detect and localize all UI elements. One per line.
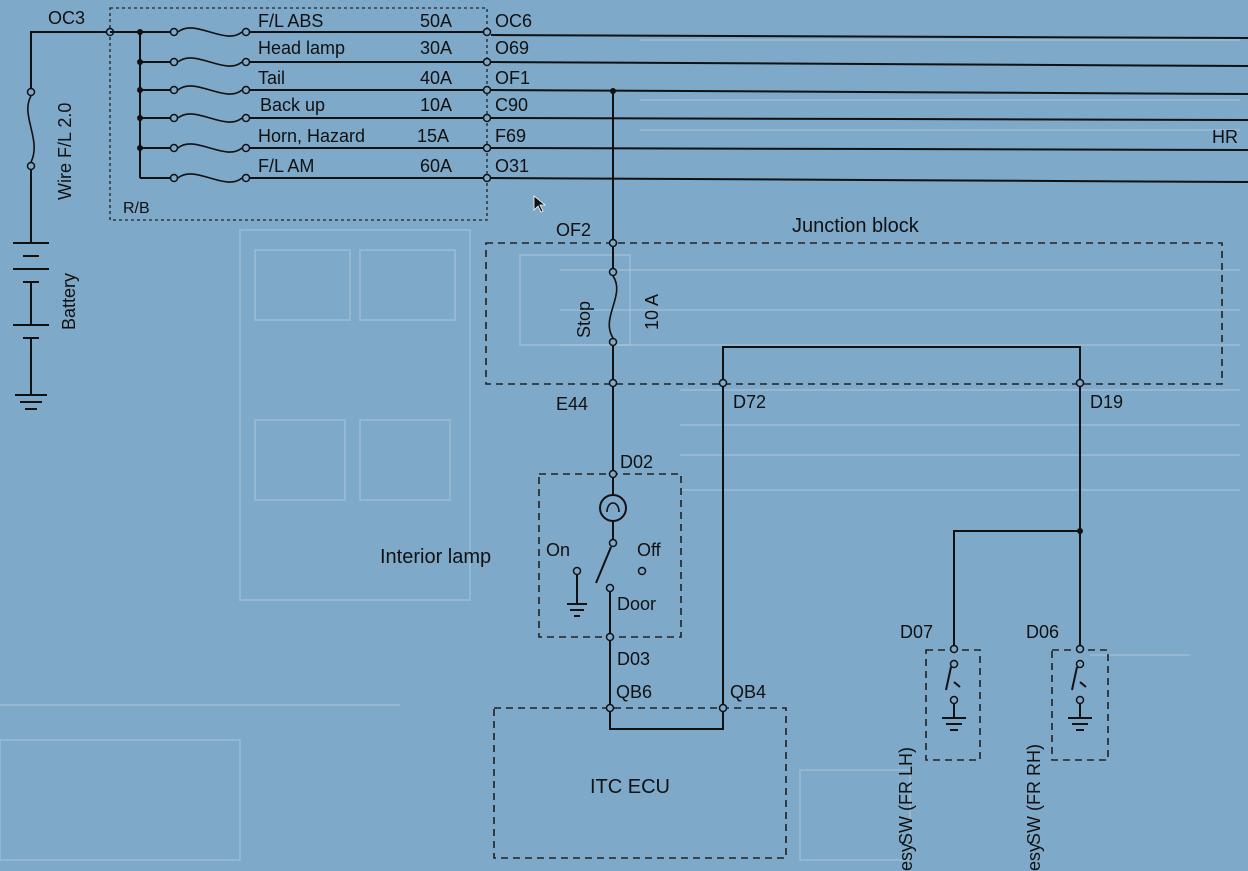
d19-label: D19 bbox=[1090, 392, 1123, 412]
d72-d19-internal-wire bbox=[722, 346, 1081, 380]
fuse-name: F/L ABS bbox=[258, 11, 323, 31]
d03-terminal bbox=[605, 632, 615, 642]
fuse-rows: F/L ABS 50A Head lamp 30A Tail 40A bbox=[137, 11, 487, 183]
battery-feed-wire bbox=[30, 31, 110, 243]
fuse-rating: 40A bbox=[420, 68, 452, 88]
background-ghost-drawing bbox=[0, 39, 1240, 861]
o69-label: O69 bbox=[495, 38, 529, 58]
fuse-row-back-up: Back up 10A bbox=[137, 95, 487, 123]
fuse-row-tail: Tail 40A bbox=[137, 68, 487, 95]
fuse-row-abs: F/L ABS 50A bbox=[137, 11, 487, 37]
rb-bus-wire bbox=[110, 31, 141, 178]
qb4-label: QB4 bbox=[730, 682, 766, 702]
on-label: On bbox=[546, 540, 570, 560]
interior-lamp-switch bbox=[567, 546, 647, 634]
fuse-rating: 60A bbox=[420, 156, 452, 176]
d02-label: D02 bbox=[620, 452, 653, 472]
d06-terminal bbox=[1075, 644, 1085, 654]
itc-ecu-outline bbox=[493, 707, 787, 859]
stop-fuse bbox=[608, 247, 618, 380]
oc3-label: OC3 bbox=[48, 8, 85, 28]
d03-label: D03 bbox=[617, 649, 650, 669]
d06-label: D06 bbox=[1026, 622, 1059, 642]
courtesy-switch-lh-icon bbox=[942, 659, 966, 731]
fuse-row-head-lamp: Head lamp 30A bbox=[137, 38, 487, 67]
interior-lamp-bulb-icon bbox=[599, 478, 627, 548]
of2-terminal bbox=[608, 238, 618, 248]
qb4-terminal bbox=[718, 703, 728, 713]
junction-block-label: Junction block bbox=[792, 215, 920, 237]
d19-terminal bbox=[1075, 378, 1085, 388]
outgoing-wires bbox=[490, 34, 1248, 183]
rb-output-terminals bbox=[482, 27, 492, 183]
hr-label: HR bbox=[1212, 127, 1238, 147]
mouse-cursor-icon bbox=[533, 195, 547, 213]
junction-block-outline bbox=[485, 242, 1223, 385]
d07-label: D07 bbox=[900, 622, 933, 642]
itc-ecu-internal-wire bbox=[609, 712, 724, 730]
d07-branch-wire bbox=[953, 530, 1080, 646]
fuse-rating: 10A bbox=[420, 95, 452, 115]
d02-terminal bbox=[608, 469, 618, 479]
door-label: Door bbox=[617, 594, 656, 614]
esy-lh-label: esy bbox=[896, 843, 916, 871]
sw-rh-label: SW (FR RH) bbox=[1024, 744, 1044, 845]
fuse-name: Head lamp bbox=[258, 38, 345, 58]
wire-fusible-link bbox=[26, 87, 36, 171]
battery-symbol bbox=[13, 242, 49, 410]
fuse-name: Horn, Hazard bbox=[258, 126, 365, 146]
of2-label: OF2 bbox=[556, 220, 591, 240]
f69-label: F69 bbox=[495, 126, 526, 146]
fuse-rating: 15A bbox=[417, 126, 449, 146]
o31-label: O31 bbox=[495, 156, 529, 176]
oc6-label: OC6 bbox=[495, 11, 532, 31]
d72-label: D72 bbox=[733, 392, 766, 412]
esy-rh-label: esy bbox=[1024, 843, 1044, 871]
of1-label: OF1 bbox=[495, 68, 530, 88]
fuse-name: Tail bbox=[258, 68, 285, 88]
stop-rating-label: 10 A bbox=[642, 294, 662, 330]
of1-junction-dot bbox=[610, 88, 616, 94]
e44-label: E44 bbox=[556, 394, 588, 414]
itc-ecu-label: ITC ECU bbox=[590, 776, 670, 798]
fuse-rating: 30A bbox=[420, 38, 452, 58]
d07-terminal bbox=[949, 644, 959, 654]
battery-label: Battery bbox=[59, 273, 79, 330]
qb6-terminal bbox=[605, 703, 615, 713]
off-label: Off bbox=[637, 540, 662, 560]
fuse-row-am: F/L AM 60A bbox=[140, 156, 487, 183]
courtesy-switch-rh-icon bbox=[1068, 659, 1092, 731]
interior-lamp-label: Interior lamp bbox=[380, 546, 491, 568]
sw-lh-label: SW (FR LH) bbox=[896, 747, 916, 845]
fuse-rating: 50A bbox=[420, 11, 452, 31]
qb6-label: QB6 bbox=[616, 682, 652, 702]
rb-label: R/B bbox=[123, 200, 150, 217]
fuse-name: F/L AM bbox=[258, 156, 314, 176]
fuse-row-horn-hazard: Horn, Hazard 15A bbox=[137, 126, 487, 153]
d72-terminal bbox=[718, 378, 728, 388]
wire-fl-label: Wire F/L 2.0 bbox=[55, 103, 75, 200]
stop-label: Stop bbox=[574, 301, 594, 338]
e44-terminal bbox=[608, 378, 618, 388]
fuse-name: Back up bbox=[260, 95, 325, 115]
c90-label: C90 bbox=[495, 95, 528, 115]
